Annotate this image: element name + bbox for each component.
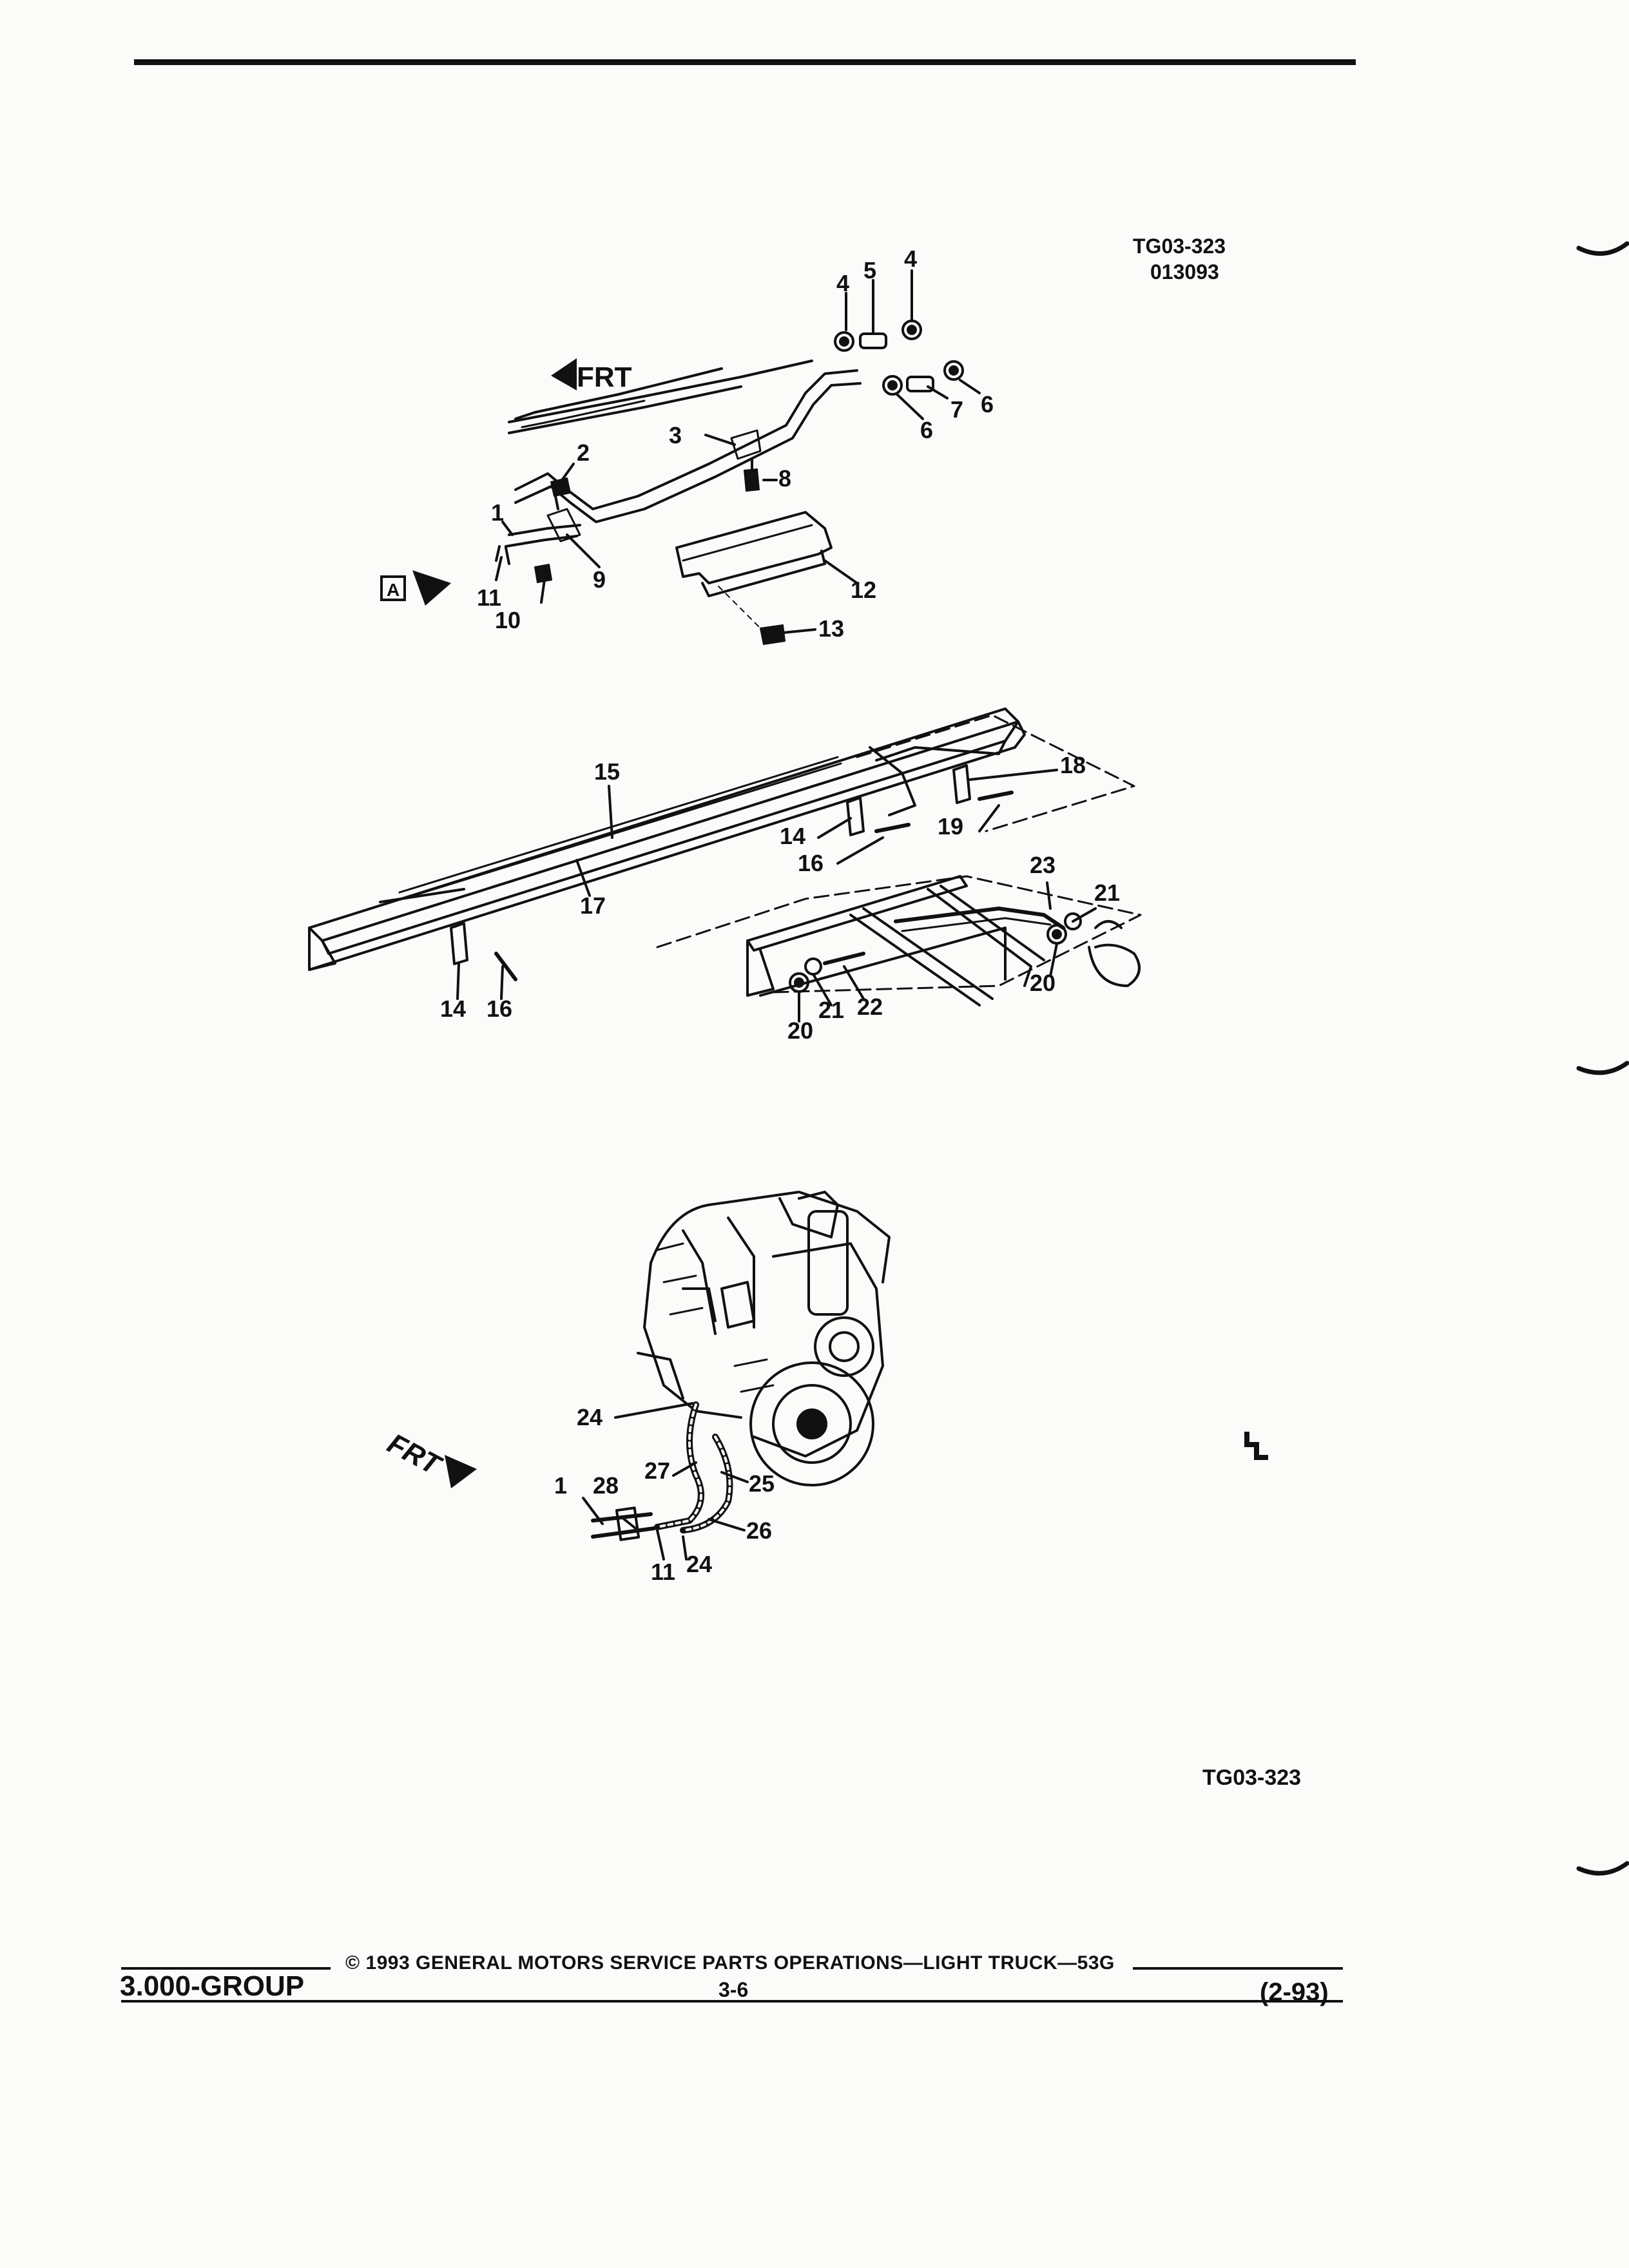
callout-20a: 20 [1030, 970, 1055, 996]
callout-6a: 6 [981, 391, 994, 418]
view-a-label: A [387, 580, 400, 600]
callout-2: 2 [577, 439, 590, 466]
callout-6b: 6 [920, 417, 933, 443]
callout-13: 13 [818, 615, 844, 642]
callout-14b: 14 [440, 995, 466, 1022]
callout-25: 25 [749, 1470, 775, 1497]
frt-label-top: FRT [577, 361, 632, 393]
figure-code-top: TG03-323 [1133, 235, 1226, 258]
footer-rule-right [1133, 1967, 1343, 1970]
callout-21b: 21 [818, 997, 844, 1023]
callout-7: 7 [950, 396, 963, 423]
callout-12: 12 [851, 577, 876, 603]
footer-rule-bottom [121, 2000, 1343, 2003]
figure-date-code: 013093 [1150, 260, 1219, 284]
callout-24a: 24 [577, 1404, 602, 1430]
frt-arrow-bottom: FRT [382, 1428, 477, 1488]
callout-20b: 20 [787, 1017, 813, 1044]
corner-glyph [1244, 1432, 1268, 1460]
top-rule [134, 59, 1356, 65]
callout-17: 17 [580, 892, 606, 919]
callout-11: 11 [477, 584, 501, 611]
footer-rule-left [121, 1967, 331, 1970]
callout-27: 27 [644, 1457, 670, 1484]
footer-group: 3.000-GROUP [120, 1970, 305, 2002]
callout-19: 19 [938, 813, 963, 840]
footer-page-number: 3-6 [718, 1978, 749, 2001]
callout-23: 23 [1030, 852, 1055, 878]
callout-26: 26 [746, 1517, 772, 1544]
callout-21a: 21 [1094, 879, 1120, 906]
callout-18: 18 [1060, 752, 1086, 778]
callout-1b: 1 [554, 1472, 567, 1499]
view-a-marker: A [380, 570, 451, 606]
callout-1: 1 [491, 499, 504, 526]
callout-22: 22 [857, 994, 883, 1020]
footer-date: (2-93) [1260, 1978, 1329, 2006]
callout-8: 8 [778, 465, 791, 492]
callout-9: 9 [593, 566, 606, 593]
callout-24b: 24 [686, 1551, 712, 1577]
callout-14a: 14 [780, 823, 805, 849]
callout-10: 10 [495, 607, 521, 633]
edge-marks [1576, 241, 1629, 1876]
callout-16a: 16 [798, 850, 824, 876]
frt-label-bottom: FRT [382, 1428, 447, 1483]
callout-3: 3 [669, 422, 682, 448]
callout-4b: 4 [904, 245, 917, 272]
frt-arrow-top: FRT [551, 358, 632, 393]
callout-4a: 4 [836, 270, 849, 296]
footer-copyright: © 1993 GENERAL MOTORS SERVICE PARTS OPER… [345, 1952, 1115, 1974]
callout-5: 5 [863, 257, 876, 284]
callout-28: 28 [593, 1472, 619, 1499]
callout-15: 15 [594, 758, 620, 785]
callout-16b: 16 [487, 995, 512, 1022]
figure-code-bottom: TG03-323 [1202, 1765, 1302, 1790]
callout-11b: 11 [651, 1559, 675, 1585]
callout-numbers: 4 5 4 6 7 6 3 2 8 1 9 11 10 12 13 15 18 … [440, 245, 1120, 1585]
